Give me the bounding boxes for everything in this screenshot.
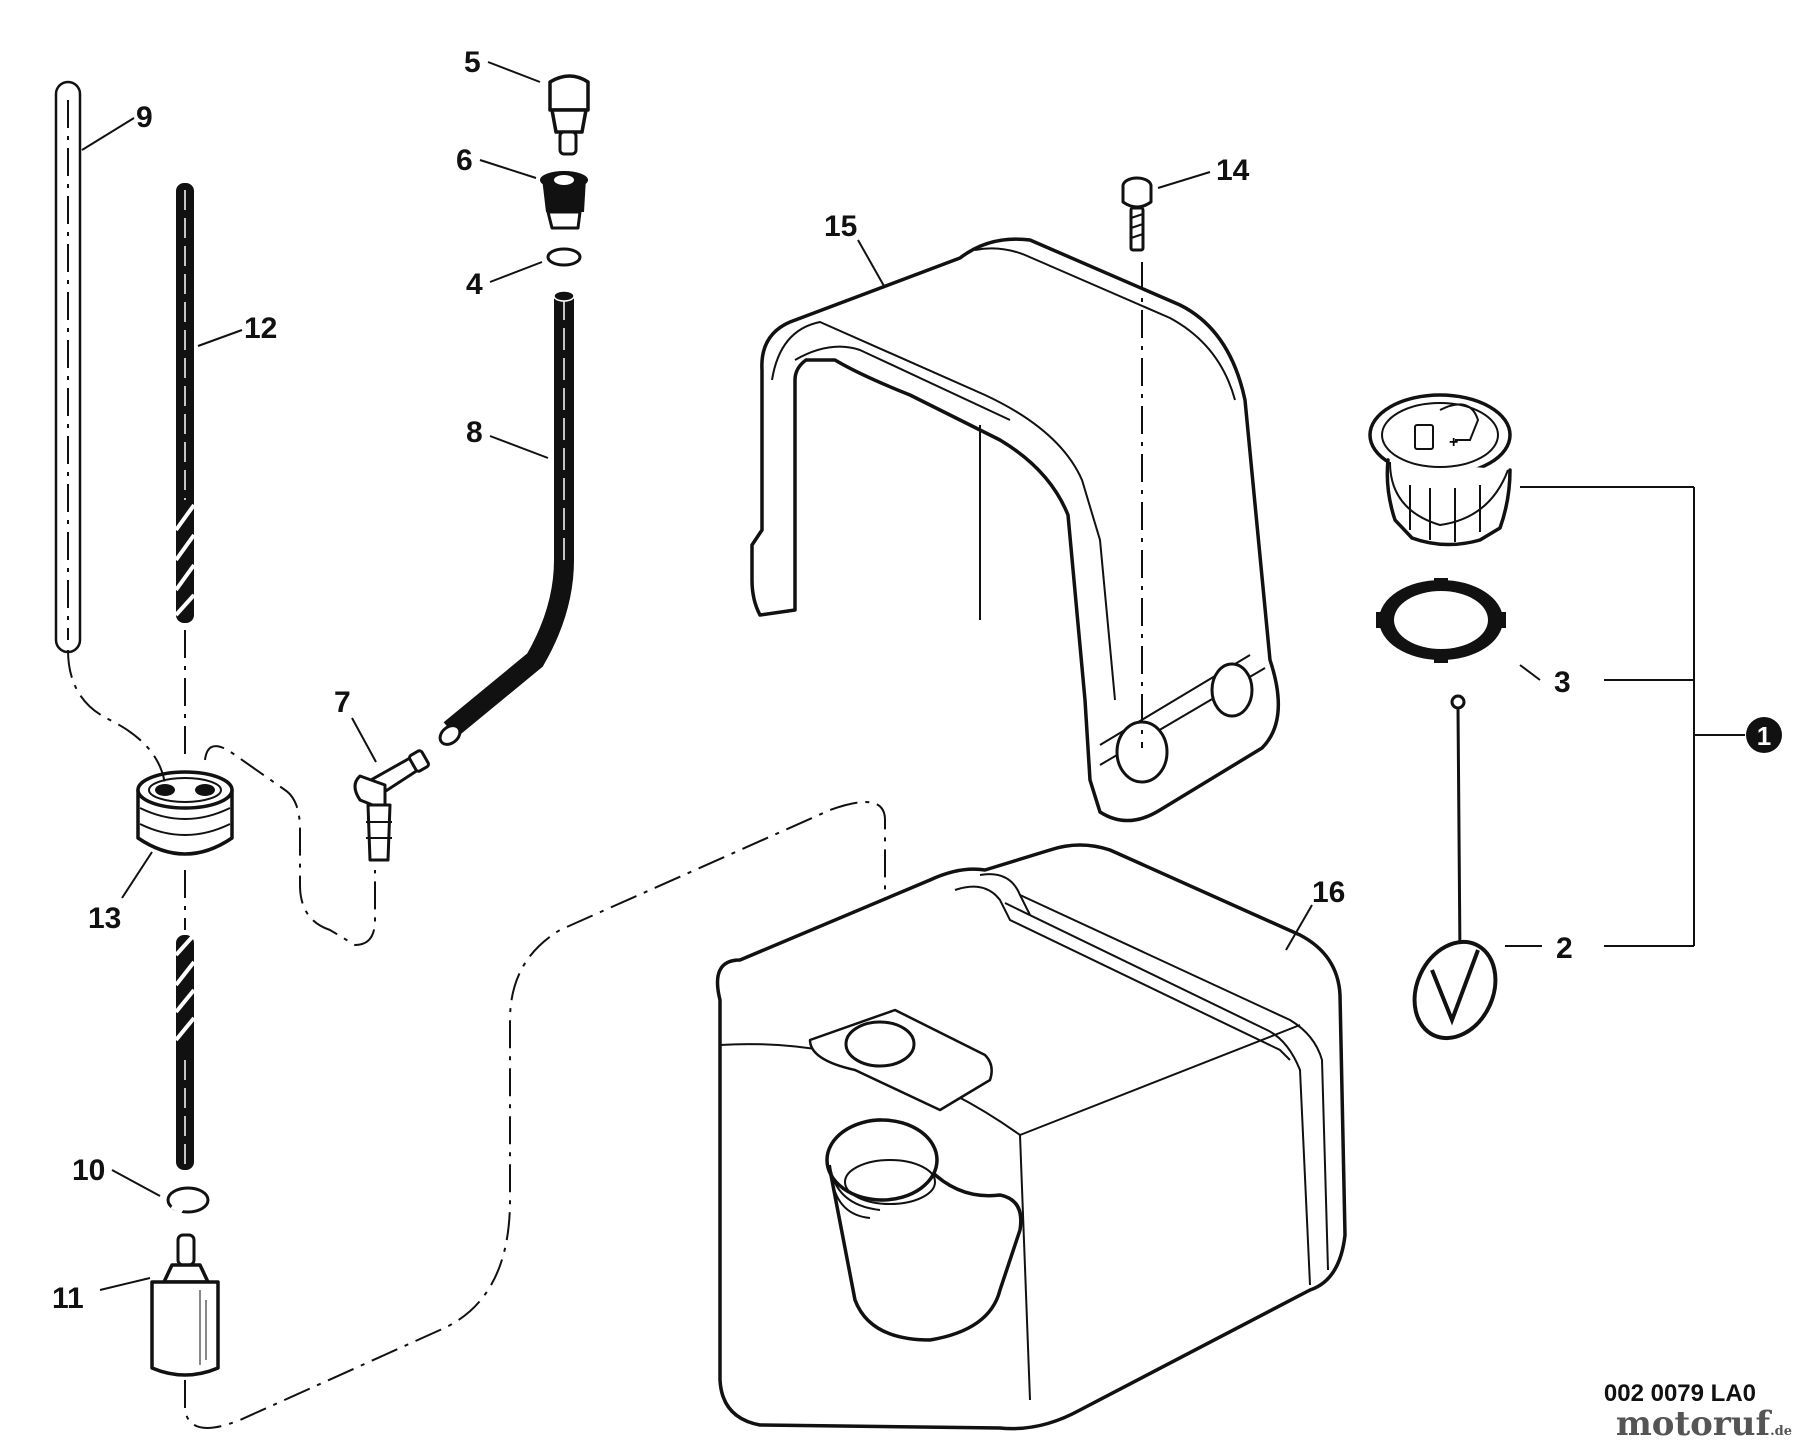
group-bracket xyxy=(1520,486,1745,947)
callout-13: 13 xyxy=(88,902,121,935)
vent-part-5 xyxy=(548,74,590,156)
bolt-part-14 xyxy=(1121,176,1153,252)
assembly-line-13-7 xyxy=(204,745,376,947)
ring-part-4 xyxy=(546,247,582,267)
callout-15: 15 xyxy=(824,210,857,243)
tube-part-9 xyxy=(54,80,82,654)
watermark-suffix: .de xyxy=(1770,1424,1792,1439)
callout-8: 8 xyxy=(466,416,483,449)
cap-part-1: + xyxy=(1368,393,1512,547)
clip-part-10 xyxy=(166,1186,210,1215)
callout-1: 1 xyxy=(1757,721,1771,751)
grommet-part-13 xyxy=(136,770,234,856)
callout-4: 4 xyxy=(466,268,483,301)
callout-6: 6 xyxy=(456,144,473,177)
callout-2: 2 xyxy=(1556,932,1573,965)
callout-1-badge: 1 xyxy=(1746,717,1782,753)
retainer-part-2 xyxy=(1412,694,1498,1041)
callout-5: 5 xyxy=(464,46,481,79)
hose-lower-section xyxy=(174,870,196,1170)
callout-14: 14 xyxy=(1216,154,1250,187)
callout-3: 3 xyxy=(1554,666,1571,699)
callout-12: 12 xyxy=(244,312,277,345)
filter-part-11 xyxy=(150,1233,220,1377)
callout-10: 10 xyxy=(72,1154,105,1187)
assembly-line-11-16 xyxy=(184,801,886,1429)
assembly-line-9-13 xyxy=(67,649,166,786)
watermark-main: motoruf xyxy=(1615,1404,1771,1444)
svg-text:+: + xyxy=(1449,434,1458,451)
leader-lines xyxy=(81,61,1542,1291)
hose-part-8 xyxy=(438,290,575,746)
seal-part-3 xyxy=(1376,578,1506,663)
hose-part-12 xyxy=(174,183,196,623)
callout-7: 7 xyxy=(334,686,351,719)
bracket-part-15 xyxy=(750,237,1281,823)
watermark-logo: motoruf.de xyxy=(1616,1404,1792,1444)
tank-part-16 xyxy=(715,843,1347,1431)
bushing-part-6 xyxy=(540,171,588,230)
callout-11: 11 xyxy=(52,1282,84,1315)
callout-9: 9 xyxy=(136,101,153,134)
drawing-number: 002 0079 LA0 xyxy=(1603,1380,1756,1407)
elbow-part-7 xyxy=(353,749,430,862)
callout-16: 16 xyxy=(1312,876,1345,909)
